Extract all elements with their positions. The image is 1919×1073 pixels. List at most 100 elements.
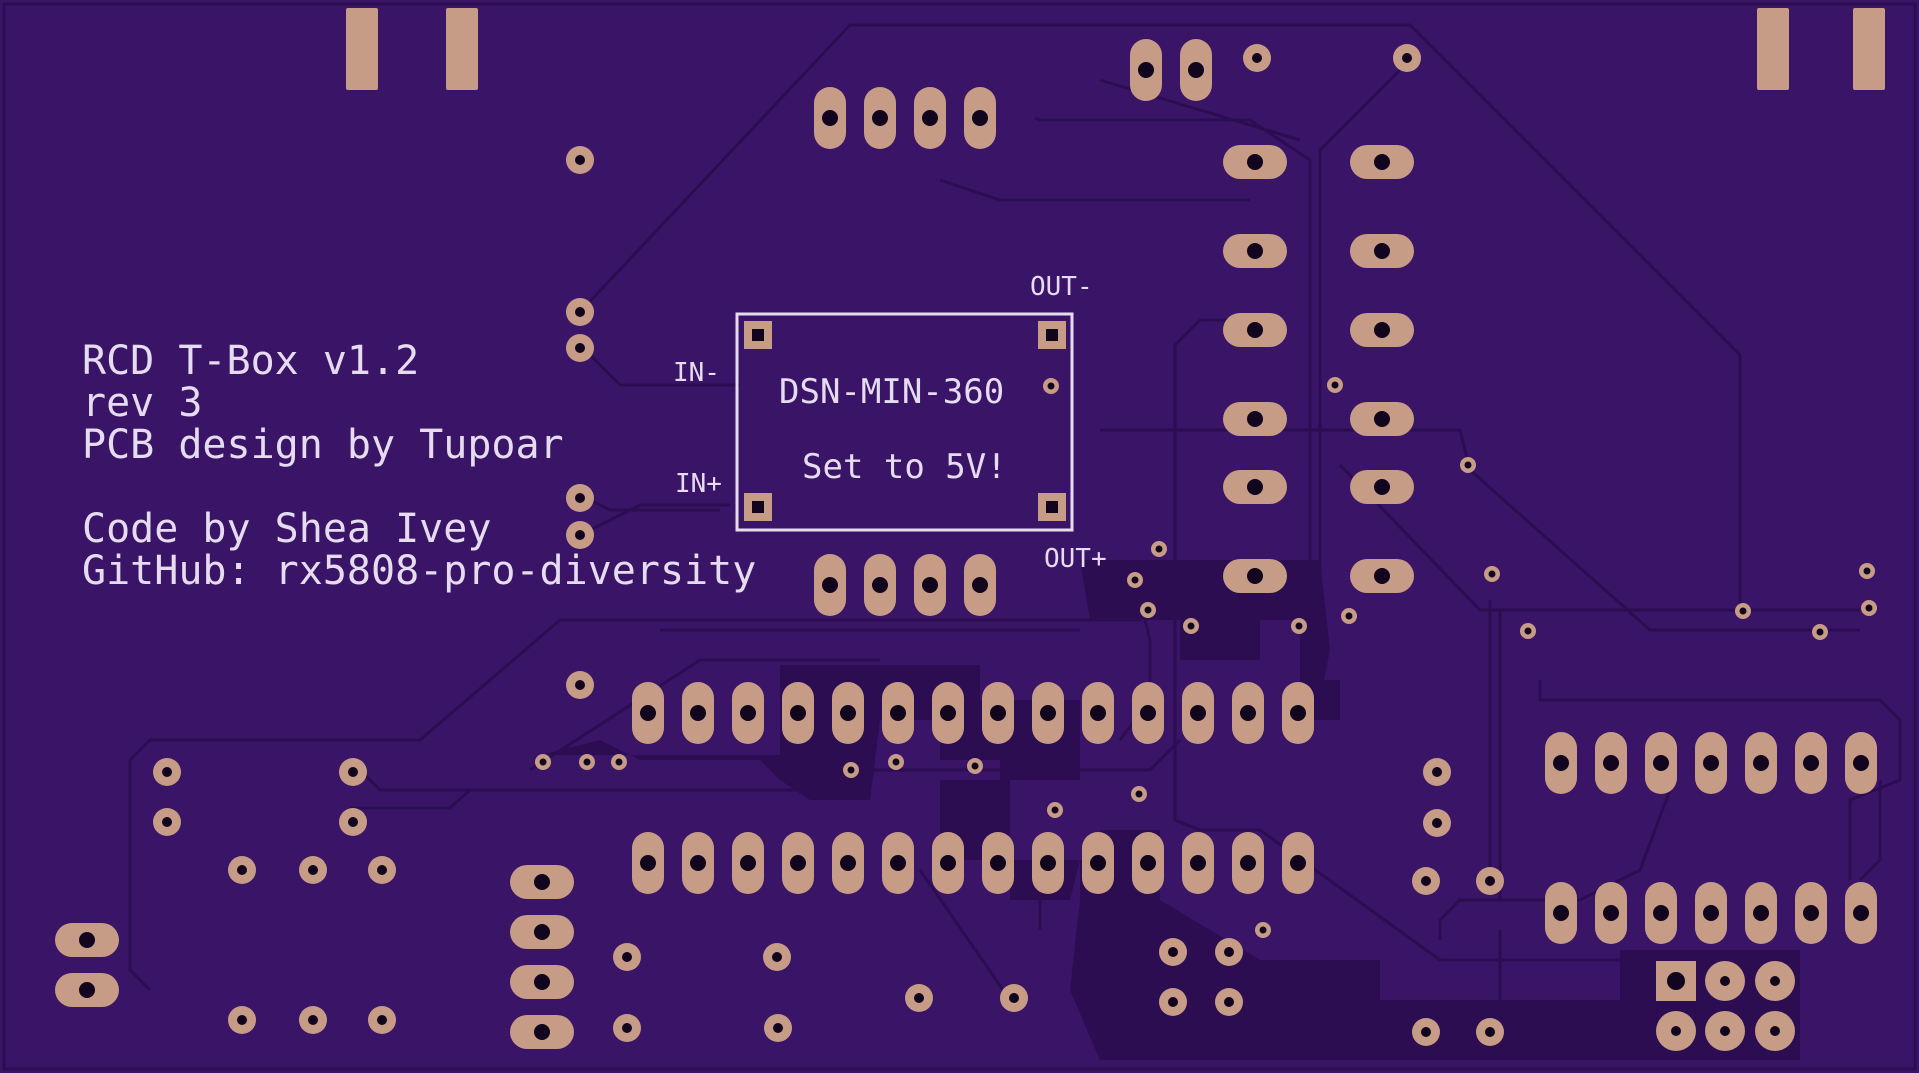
round-pad (763, 943, 791, 971)
oval-pad (864, 87, 896, 149)
oval-pad (832, 682, 864, 744)
oval-pad (1223, 145, 1287, 179)
credit-line-1: Code by Shea Ivey (82, 506, 491, 552)
via (535, 754, 551, 770)
oval-pad (682, 832, 714, 894)
oval-pad (632, 682, 664, 744)
oval-pad (510, 1015, 574, 1049)
vias (535, 377, 1877, 938)
oval-pad (1132, 682, 1164, 744)
oval-pad (1182, 832, 1214, 894)
oval-pad (510, 915, 574, 949)
oval-pad (1350, 145, 1414, 179)
oval-pad (1282, 832, 1314, 894)
via (843, 762, 859, 778)
label-in-pos: IN+ (675, 469, 722, 499)
round-pad (1476, 1018, 1504, 1046)
round-pad (566, 671, 594, 699)
oval-pad (1032, 832, 1064, 894)
round-pad (613, 943, 641, 971)
oval-pad (1232, 682, 1264, 744)
via (1183, 618, 1199, 634)
round-pad (1412, 867, 1440, 895)
round-pad (228, 856, 256, 884)
via (1861, 600, 1877, 616)
oval-pad (1350, 559, 1414, 593)
via (611, 754, 627, 770)
oval-pad (1695, 882, 1727, 944)
credit-line-2: GitHub: rx5808-pro-diversity (82, 548, 756, 594)
oval-pad (1545, 732, 1577, 794)
oval-pad (782, 832, 814, 894)
via (1812, 624, 1828, 640)
label-out-pos: OUT+ (1044, 544, 1107, 574)
oval-pad (1350, 470, 1414, 504)
via (1140, 602, 1156, 618)
title-line-2: rev 3 (82, 380, 202, 426)
oval-pad (814, 554, 846, 616)
edge-connector-pads (346, 8, 1885, 90)
oval-pad (510, 965, 574, 999)
round-pad (368, 856, 396, 884)
via (1151, 541, 1167, 557)
round-pad (153, 808, 181, 836)
oval-pad (682, 682, 714, 744)
via (1735, 603, 1751, 619)
round-pad (1423, 809, 1451, 837)
oval-pad (1595, 732, 1627, 794)
round-pad (368, 1006, 396, 1034)
oval-pad (914, 87, 946, 149)
oval-pad (832, 832, 864, 894)
round-pad (153, 758, 181, 786)
oval-pad (732, 682, 764, 744)
via (579, 754, 595, 770)
oval-pad (1182, 682, 1214, 744)
oval-pad (55, 923, 119, 957)
round-pad (1705, 1011, 1745, 1051)
round-pads (153, 44, 1795, 1051)
via (1291, 618, 1307, 634)
round-pad (1755, 1011, 1795, 1051)
oval-pad (1745, 732, 1777, 794)
via (1131, 786, 1147, 802)
round-pad (339, 808, 367, 836)
oval-pad (1350, 234, 1414, 268)
oval-pad (1032, 682, 1064, 744)
oval-pad (1223, 402, 1287, 436)
oval-pad (782, 682, 814, 744)
round-pad (228, 1006, 256, 1034)
via (1255, 922, 1271, 938)
square-pads (744, 321, 1696, 1001)
via (888, 754, 904, 770)
oval-pad (732, 832, 764, 894)
label-out-neg: OUT- (1030, 272, 1093, 302)
round-pad (1393, 44, 1421, 72)
oval-pad (55, 973, 119, 1007)
oval-pad (1223, 559, 1287, 593)
copper-traces (128, 23, 1902, 1060)
round-pad (1215, 938, 1243, 966)
oval-pad (1223, 234, 1287, 268)
round-pad (1243, 44, 1271, 72)
via (1484, 566, 1500, 582)
round-pad (1705, 961, 1745, 1001)
oval-pad (1223, 470, 1287, 504)
module-part-name: DSN-MIN-360 (779, 372, 1004, 412)
oval-pad (1695, 732, 1727, 794)
round-pad (764, 1014, 792, 1042)
oval-pad (964, 554, 996, 616)
oval-pads-horizontal (55, 145, 1414, 1049)
oval-pad (1180, 39, 1212, 101)
oval-pad (1350, 402, 1414, 436)
round-pad (566, 298, 594, 326)
title-line-3: PCB design by Tupoar (82, 422, 564, 468)
via (1127, 572, 1143, 588)
round-pad (566, 521, 594, 549)
oval-pad (1130, 39, 1162, 101)
oval-pad (882, 832, 914, 894)
oval-pad (632, 832, 664, 894)
round-pad (1000, 984, 1028, 1012)
oval-pad (1795, 732, 1827, 794)
